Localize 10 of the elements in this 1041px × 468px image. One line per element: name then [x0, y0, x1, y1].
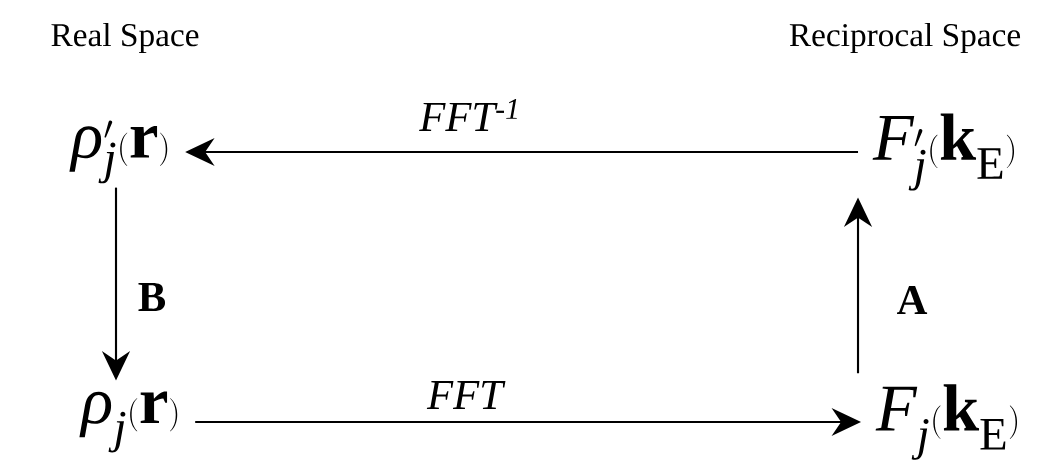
formula: $F'_{j}(\mathbf{k}_{\mathrm{E}})$ — [872, 113, 1015, 191]
edge-label: FFT — [425, 379, 506, 411]
formula: $F_{j}(\mathbf{k}_{\mathrm{E}})$ — [875, 384, 1018, 460]
space-heading: Real Space — [51, 22, 199, 54]
space-heading: Reciprocal Space — [789, 22, 1021, 54]
edge-label: B — [136, 281, 168, 313]
formula: $\rho_{j}(\mathbf{r})$ — [79, 391, 178, 453]
edge-label: A — [895, 284, 929, 316]
edge-label: FFT$^{-1}$ — [418, 97, 523, 133]
formula: $\rho'_{j}(\mathbf{r})$ — [69, 120, 168, 184]
